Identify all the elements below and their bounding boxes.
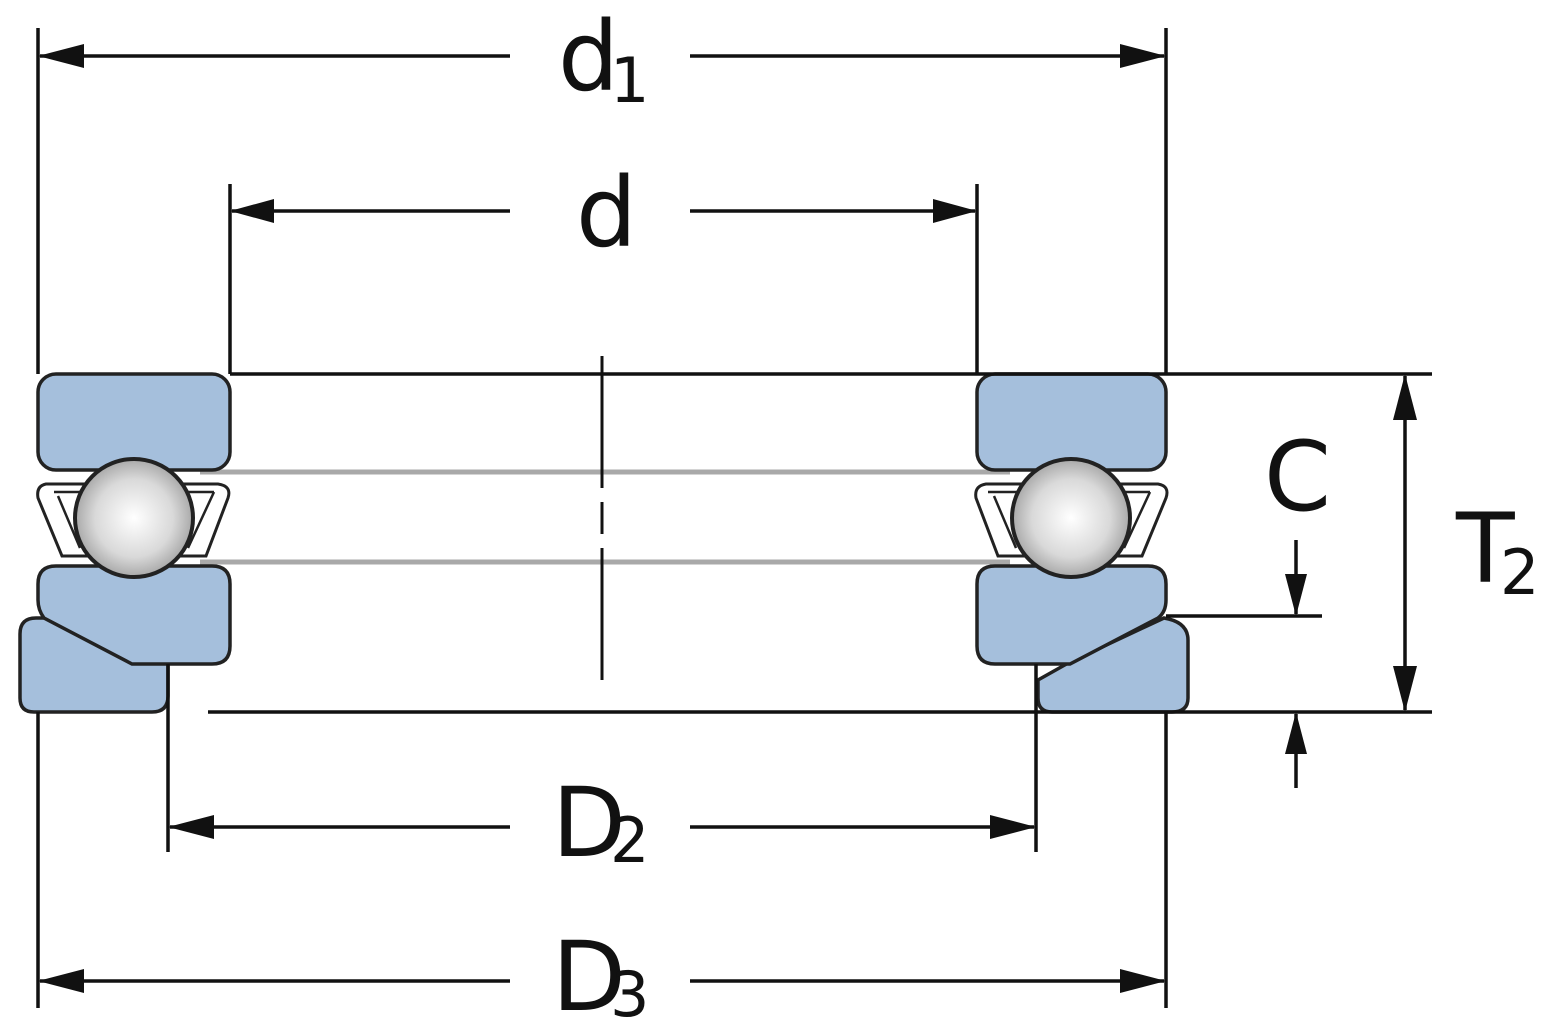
bearing-cross-section [18, 356, 1190, 714]
arrowhead [1120, 969, 1166, 993]
arrowhead [990, 815, 1036, 839]
dimension-C: C [1264, 421, 1331, 788]
T2-label-sub: 2 [1500, 536, 1539, 609]
arrowhead [1393, 374, 1417, 420]
D3-label-main: D [552, 921, 626, 1033]
shaft-washer-right [975, 372, 1168, 472]
cage-right-inner [988, 490, 1152, 549]
dimension-T2: T 2 [1393, 374, 1539, 712]
d1-label-main: d [558, 1, 619, 113]
housing-washer-left [36, 564, 232, 666]
cage-left-inner [54, 490, 216, 549]
extension-lines [36, 28, 1432, 1008]
d-label: d [576, 157, 637, 269]
housing-washer-right [975, 564, 1168, 666]
D3-label-sub: 3 [610, 958, 649, 1031]
T2-label-main: T [1455, 493, 1515, 605]
dimension-d1: d 1 [38, 1, 1166, 117]
dimension-D2: D 2 [168, 767, 1036, 879]
D2-label-sub: 2 [610, 804, 649, 877]
arrowhead [1393, 666, 1417, 712]
arrowhead [933, 199, 977, 223]
arrowhead [38, 969, 84, 993]
dimension-D3: D 3 [38, 921, 1166, 1033]
ball-right [1010, 457, 1132, 579]
arrowhead [1285, 574, 1307, 616]
arrowhead [168, 815, 214, 839]
arrowhead [1285, 712, 1307, 754]
seat-washer-right [1036, 616, 1190, 714]
dimension-d: d [230, 157, 977, 269]
D2-label-main: D [552, 767, 626, 879]
shaft-washer-left [36, 372, 232, 472]
arrowhead [38, 44, 84, 68]
d1-label-sub: 1 [610, 44, 649, 117]
arrowhead [1120, 44, 1166, 68]
C-label: C [1264, 421, 1331, 533]
ball-left [73, 457, 195, 579]
arrowhead [230, 199, 274, 223]
